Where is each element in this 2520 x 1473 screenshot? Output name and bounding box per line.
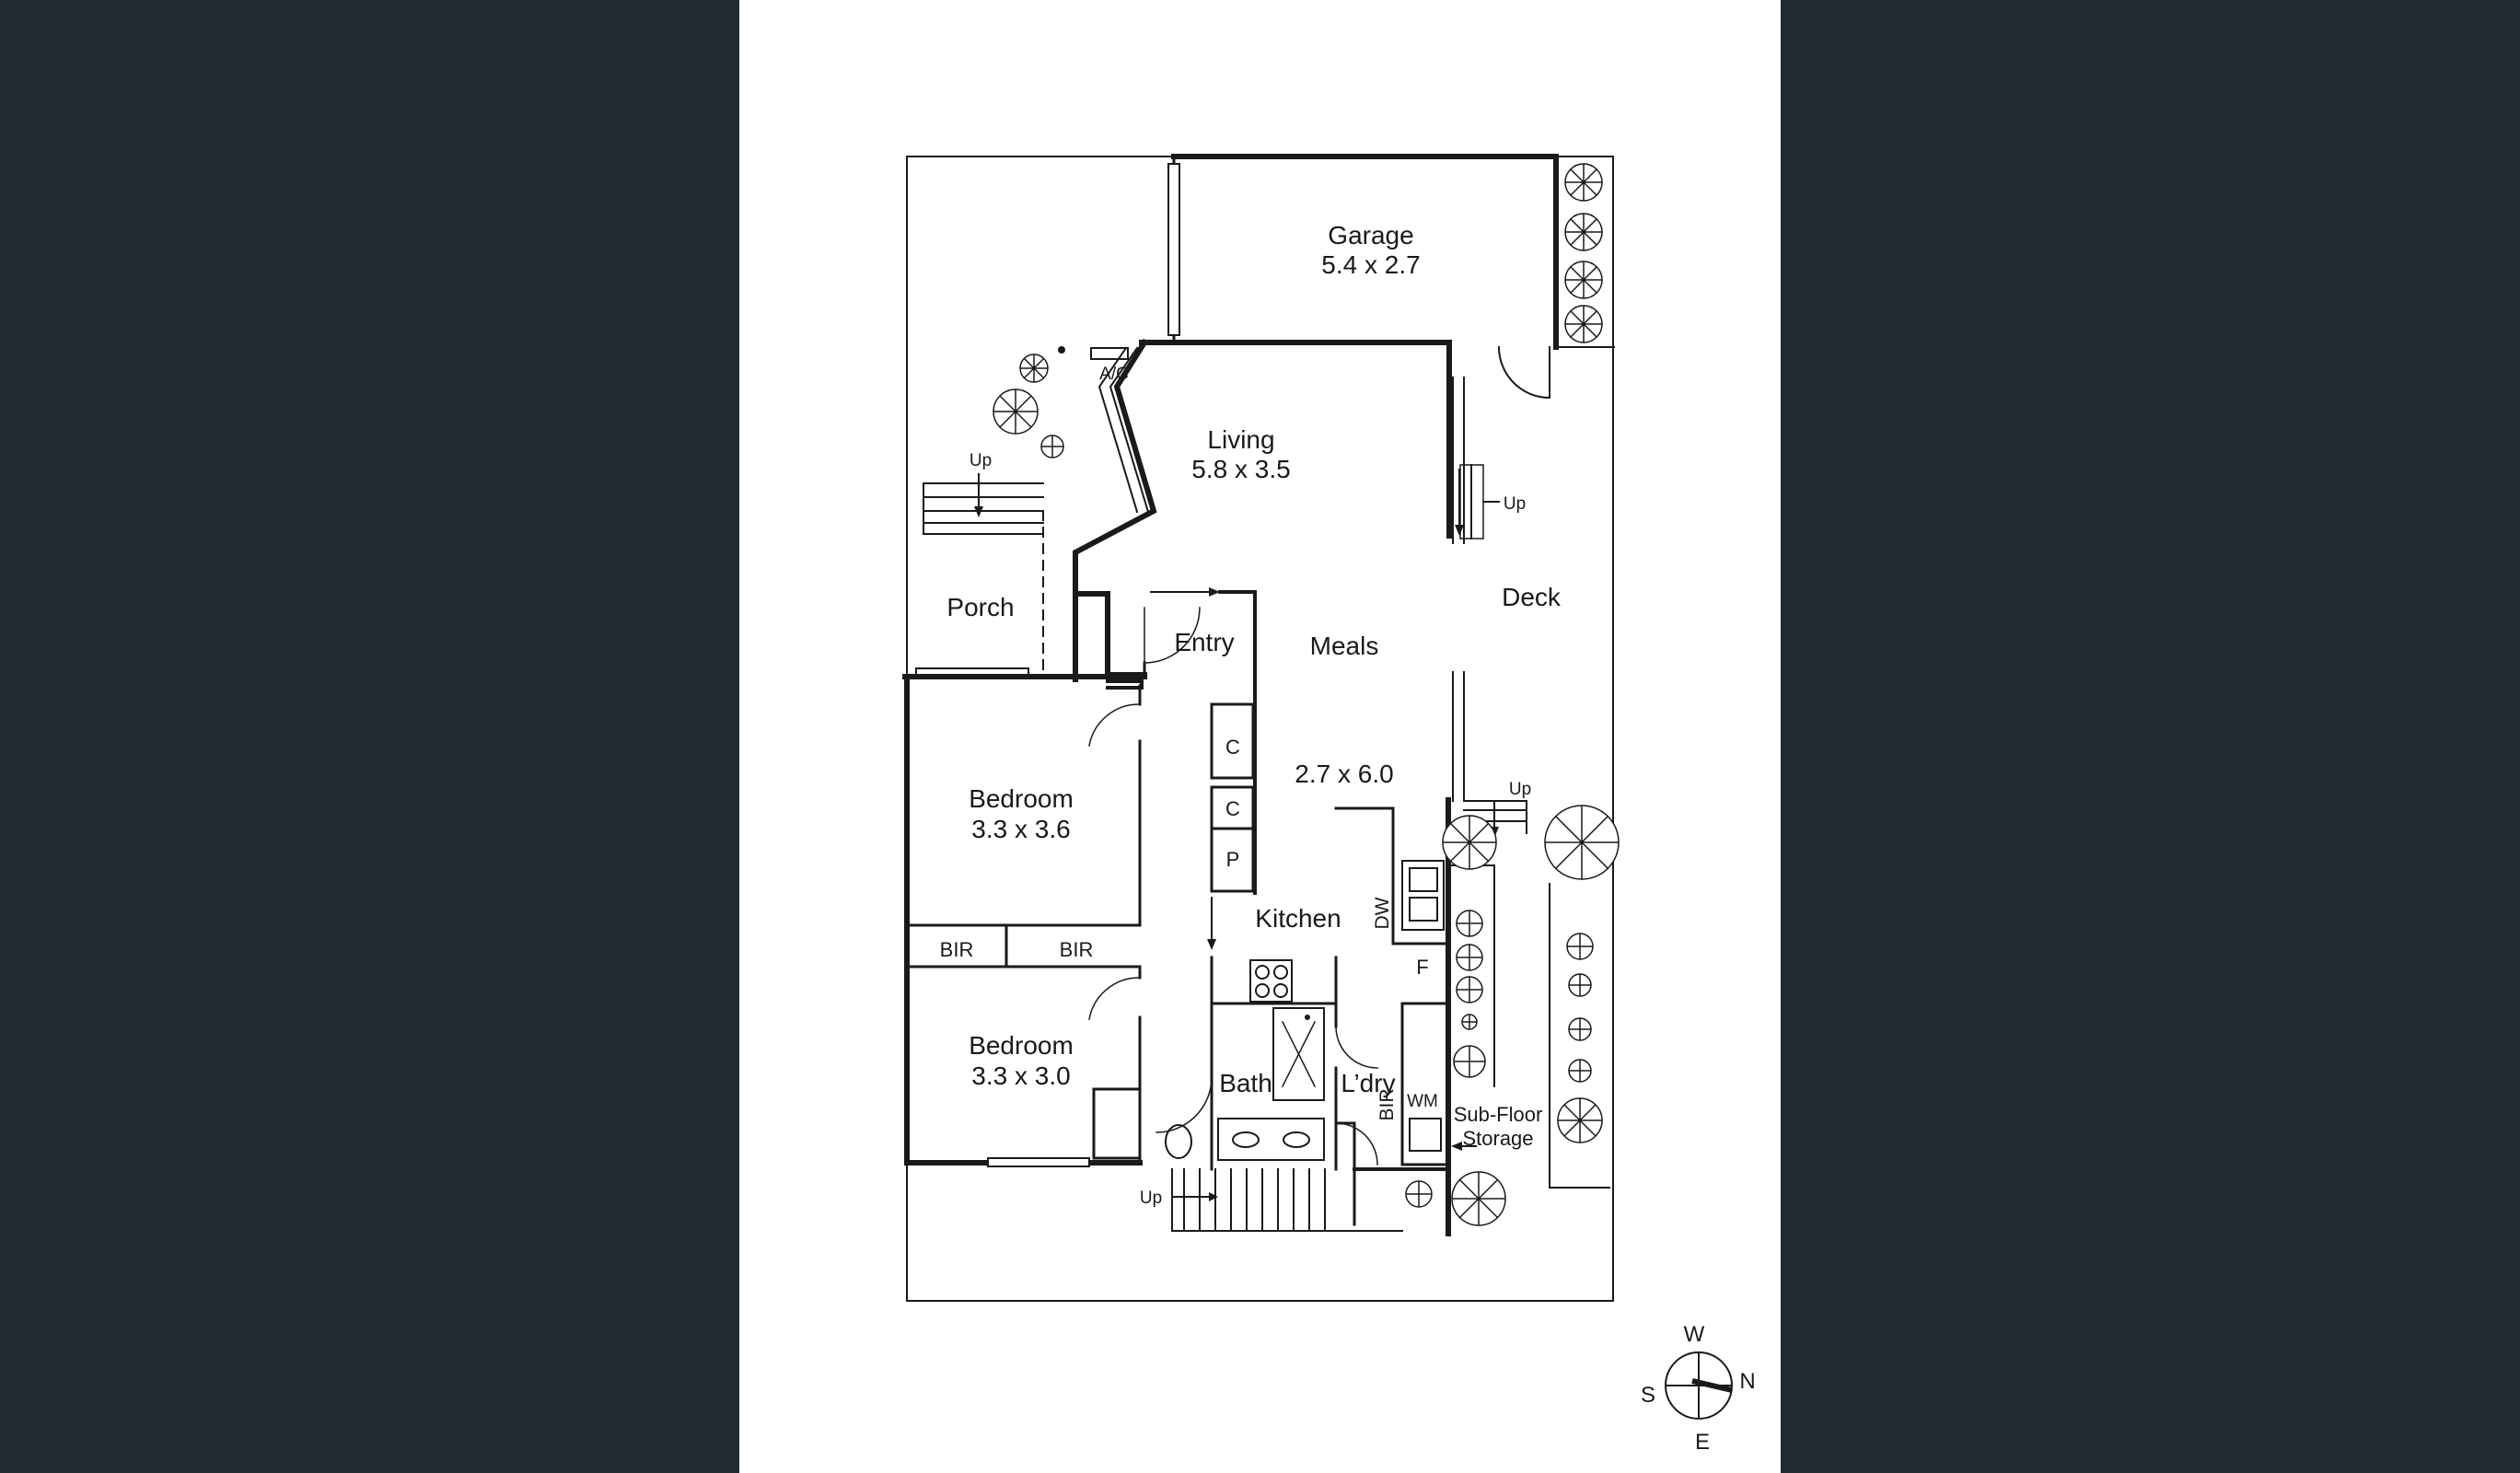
downpipe [1058, 346, 1065, 354]
bedroom-1-walls [904, 674, 1147, 968]
porch-up-label: Up [970, 451, 992, 470]
bath-walls [1155, 1002, 1378, 1171]
cupboard-1-label: C [1225, 736, 1240, 759]
cupboard-2-label: C [1225, 797, 1240, 820]
living-label: Living [1207, 425, 1274, 454]
bir-3-label: BIR [1376, 1088, 1398, 1120]
living-size: 5.8 x 3.5 [1191, 455, 1290, 483]
dishwasher-label: DW [1372, 897, 1393, 929]
porch-stairs-arrow [974, 473, 983, 517]
landscaping [993, 163, 1620, 1226]
laundry-label: L’dry [1341, 1069, 1395, 1097]
subfloor-label-2: Storage [1462, 1127, 1533, 1150]
compass-east: E [1695, 1430, 1710, 1455]
rear-up-label: Up [1140, 1189, 1162, 1208]
deck-label: Deck [1502, 583, 1562, 611]
garage-size: 5.4 x 2.7 [1321, 250, 1420, 279]
ac-unit [1090, 347, 1129, 360]
compass-north: N [1739, 1369, 1755, 1394]
bir-2-label: BIR [1060, 938, 1094, 961]
garage-walls [1167, 154, 1559, 350]
bir-1-label: BIR [940, 938, 974, 961]
compass-rose [1665, 1351, 1733, 1420]
ac-label: A/C [1099, 365, 1129, 384]
meals-label: Meals [1310, 632, 1379, 660]
deck-lower-up-label: Up [1509, 780, 1531, 799]
fridge-label: F [1416, 956, 1428, 979]
compass-west: W [1684, 1322, 1705, 1347]
bay-window [1097, 346, 1150, 514]
pantry-label: P [1226, 848, 1240, 871]
bedroom-1-label: Bedroom [969, 784, 1074, 813]
bedroom-2-size: 3.3 x 3.0 [971, 1061, 1070, 1090]
subfloor-label-1: Sub-Floor [1454, 1103, 1543, 1126]
floor-plan-drawing: Garage 5.4 x 2.7 Living 5.8 x 3.5 Porch … [902, 154, 1756, 1455]
bath-label: Bath [1219, 1069, 1272, 1097]
porch-label: Porch [946, 593, 1014, 621]
cupboards [1210, 702, 1255, 893]
deck-outline [1447, 345, 1615, 1189]
compass-south: S [1641, 1383, 1655, 1408]
kitchen-label: Kitchen [1255, 904, 1341, 933]
garage-label: Garage [1328, 221, 1413, 249]
bedroom-2-label: Bedroom [969, 1031, 1074, 1060]
bedroom-2-walls [904, 965, 1143, 1167]
meals-size: 2.7 x 6.0 [1295, 760, 1393, 788]
rear-stairs [1171, 1168, 1403, 1232]
washing-machine-label: WM [1407, 1092, 1438, 1111]
deck-up-label: Up [1504, 494, 1526, 514]
entry-label: Entry [1174, 628, 1234, 656]
laundry-walls [1334, 1002, 1450, 1226]
porch-outline [915, 482, 1044, 679]
floor-plan-sheet: Garage 5.4 x 2.7 Living 5.8 x 3.5 Porch … [739, 0, 1781, 1473]
bedroom-1-size: 3.3 x 3.6 [971, 815, 1070, 843]
